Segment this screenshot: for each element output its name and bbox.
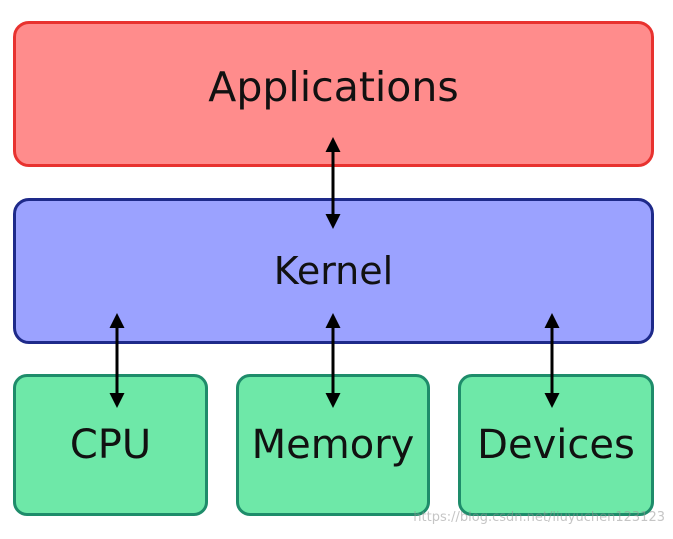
cpu-box: CPU (13, 374, 208, 516)
devices-label: Devices (477, 422, 635, 468)
watermark-text: https://blog.csdn.net/liuyuchen123123 (413, 510, 665, 525)
kernel-layer: Kernel (13, 198, 654, 344)
memory-box: Memory (236, 374, 430, 516)
devices-box: Devices (458, 374, 654, 516)
applications-layer: Applications (13, 21, 654, 167)
cpu-label: CPU (69, 422, 152, 468)
kernel-label: Kernel (273, 249, 394, 293)
memory-label: Memory (251, 422, 415, 468)
applications-label: Applications (208, 63, 459, 111)
